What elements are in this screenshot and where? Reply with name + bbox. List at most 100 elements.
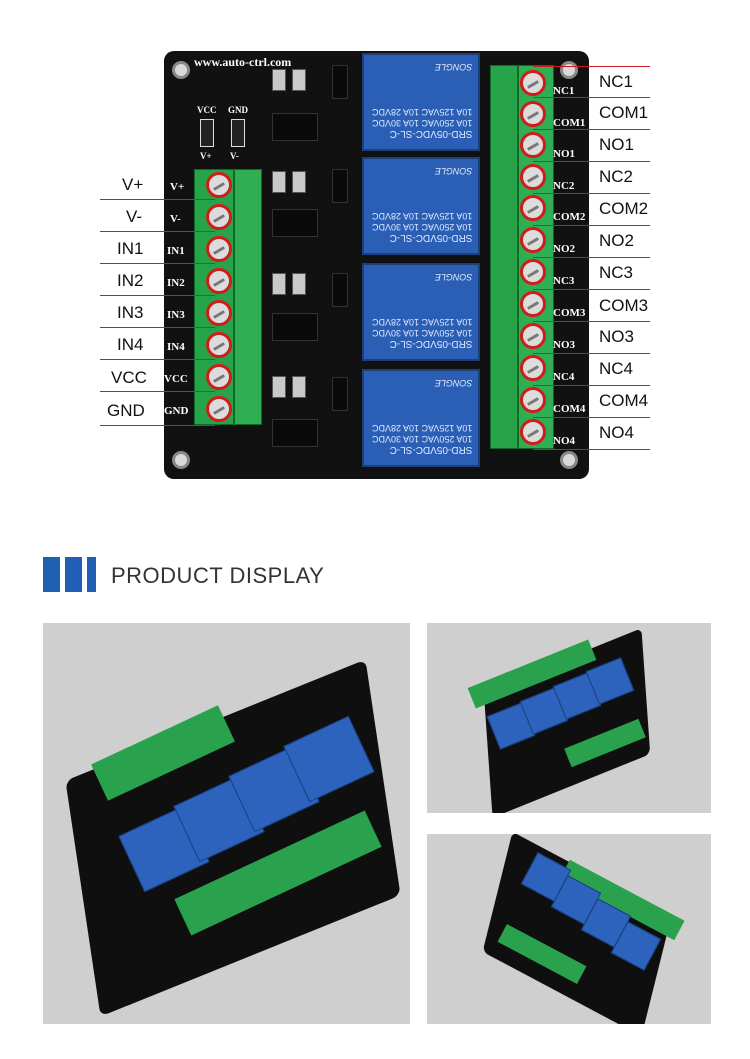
callout-line — [100, 391, 215, 392]
mount-hole — [560, 61, 578, 79]
pin-label-in3: IN3 — [167, 309, 185, 321]
callout-com2: COM2 — [599, 199, 649, 218]
transistor — [332, 273, 348, 307]
smd-component — [292, 171, 306, 193]
output-screw — [520, 101, 546, 127]
callout-line — [533, 97, 650, 98]
output-screw — [520, 227, 546, 253]
pin-label-vcc: VCC — [164, 373, 188, 385]
callout-com1: COM1 — [599, 103, 649, 122]
jumper-header — [200, 119, 214, 147]
pin-label-com4: COM4 — [553, 403, 586, 415]
input-screw — [206, 172, 232, 198]
smd-component — [292, 376, 306, 398]
output-screw — [520, 195, 546, 221]
header-bar-icon — [87, 557, 96, 592]
input-terminal-bar — [234, 169, 262, 425]
callout-line — [533, 417, 650, 418]
jumper-label-vplus: V+ — [200, 151, 212, 161]
callout-line — [533, 129, 650, 130]
pin-label-no1: NO1 — [553, 148, 575, 160]
relay-rating: 10A 125VAC 10A 28VDC — [372, 107, 473, 117]
relay-rating: 10A 125VAC 10A 28VDC — [372, 423, 473, 433]
pin-label-nc1: NC1 — [553, 85, 575, 97]
callout-line — [533, 385, 650, 386]
header-bar-icon — [43, 557, 60, 592]
callout-no2: NO2 — [599, 231, 634, 250]
input-screw — [206, 300, 232, 326]
transistor — [332, 377, 348, 411]
relay-brand: SONGLE — [434, 378, 473, 388]
callout-in4: IN4 — [117, 335, 144, 354]
pin-label-vplus: V+ — [170, 181, 185, 193]
optocoupler-chip — [272, 419, 318, 447]
optocoupler-chip — [272, 209, 318, 237]
output-screw — [520, 323, 546, 349]
relay-model: SRD-05VDC-SL-C — [389, 338, 473, 349]
mount-hole — [172, 61, 190, 79]
callout-nc2: NC2 — [599, 167, 634, 186]
input-screw — [206, 236, 232, 262]
section-title: PRODUCT DISPLAY — [111, 563, 325, 588]
pin-label-nc3: NC3 — [553, 275, 575, 287]
callout-nc1: NC1 — [599, 72, 634, 91]
callout-line — [100, 295, 215, 296]
callout-line — [533, 257, 650, 258]
input-screw — [206, 204, 232, 230]
relay-rating: 10A 250VAC 10A 30VDC — [372, 222, 473, 232]
callout-line — [533, 225, 650, 226]
smd-component — [292, 69, 306, 91]
callout-nc4: NC4 — [599, 359, 634, 378]
pcb-board: www.auto-ctrl.com VCC GND V+ V- SRD-05VD… — [164, 51, 589, 479]
output-screw — [520, 355, 546, 381]
output-screw — [520, 132, 546, 158]
callout-in2: IN2 — [117, 271, 144, 290]
smd-component — [272, 171, 286, 193]
board-url: www.auto-ctrl.com — [194, 55, 292, 69]
pin-label-no4: NO4 — [553, 435, 575, 447]
relay-4: SRD-05VDC-SL-C 10A 250VAC 10A 30VDC 10A … — [362, 369, 480, 467]
pin-label-vminus: V- — [170, 213, 181, 225]
callout-line — [100, 425, 215, 426]
callout-in1: IN1 — [117, 239, 144, 258]
relay-rating: 10A 250VAC 10A 30VDC — [372, 328, 473, 338]
output-screw — [520, 291, 546, 317]
output-screw — [520, 387, 546, 413]
pin-label-no3: NO3 — [553, 339, 575, 351]
relay-model: SRD-05VDC-SL-C — [389, 128, 473, 139]
callout-vcc: VCC — [111, 368, 147, 387]
pin-label-no2: NO2 — [553, 243, 575, 255]
callout-line — [100, 327, 215, 328]
relay-3: SRD-05VDC-SL-C 10A 250VAC 10A 30VDC 10A … — [362, 263, 480, 361]
relay-rating: 10A 125VAC 10A 28VDC — [372, 317, 473, 327]
smd-component — [272, 69, 286, 91]
pin-label-com2: COM2 — [553, 211, 586, 223]
relay-model: SRD-05VDC-SL-C — [389, 444, 473, 455]
pin-label-com3: COM3 — [553, 307, 586, 319]
section-header: PRODUCT DISPLAY — [43, 557, 363, 593]
pin-label-gnd: GND — [164, 405, 189, 417]
callout-line — [533, 353, 650, 354]
relay-rating: 10A 250VAC 10A 30VDC — [372, 118, 473, 128]
input-screw — [206, 364, 232, 390]
input-screw — [206, 396, 232, 422]
relay-brand: SONGLE — [434, 166, 473, 176]
header-bar-icon — [65, 557, 82, 592]
relay-brand: SONGLE — [434, 272, 473, 282]
relay-rating: 10A 125VAC 10A 28VDC — [372, 211, 473, 221]
callout-line — [100, 263, 215, 264]
relay-rating: 10A 250VAC 10A 30VDC — [372, 434, 473, 444]
pin-label-com1: COM1 — [553, 117, 586, 129]
callout-no3: NO3 — [599, 327, 634, 346]
product-photo-angle-2 — [427, 834, 711, 1024]
output-screw — [520, 259, 546, 285]
callout-vplus: V+ — [122, 175, 144, 194]
callout-line — [533, 289, 650, 290]
callout-no4: NO4 — [599, 423, 634, 442]
callout-line — [533, 66, 650, 67]
callout-in3: IN3 — [117, 303, 144, 322]
product-photo-angle-1 — [427, 623, 711, 813]
relay-board-diagram: www.auto-ctrl.com VCC GND V+ V- SRD-05VD… — [0, 0, 750, 500]
callout-vminus: V- — [126, 207, 143, 226]
relay-model: SRD-05VDC-SL-C — [389, 232, 473, 243]
